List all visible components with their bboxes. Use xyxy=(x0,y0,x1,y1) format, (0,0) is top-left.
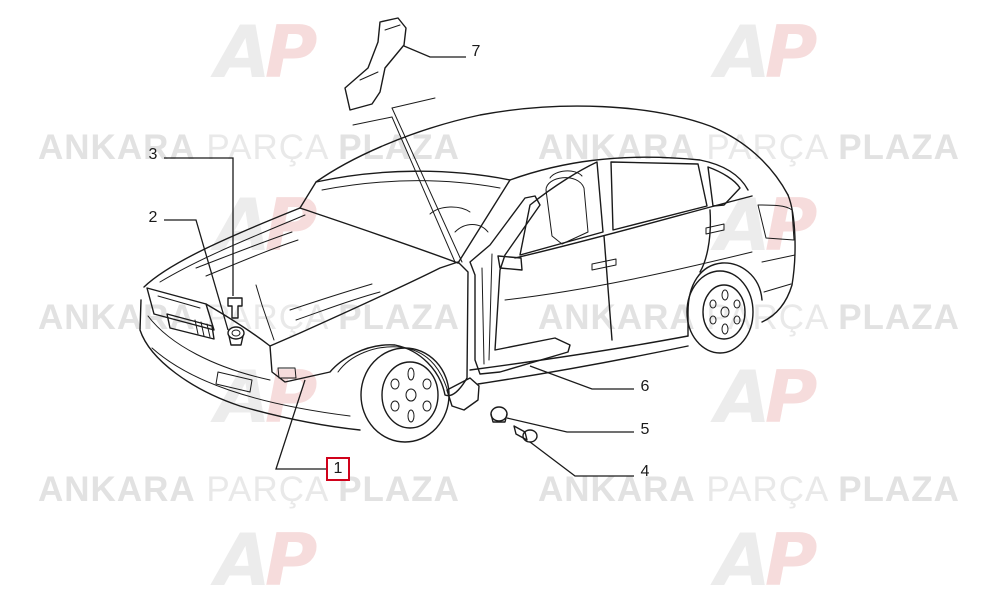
logo-watermark: AP xyxy=(715,518,817,600)
logo-watermark: AP xyxy=(215,10,317,94)
logo-watermark: AP xyxy=(215,183,317,267)
logo-watermark: AP xyxy=(715,183,817,267)
callout-4[interactable]: 4 xyxy=(640,463,650,480)
callout-2[interactable]: 2 xyxy=(148,209,158,226)
clip-part-2 xyxy=(227,326,245,346)
leader-line-4 xyxy=(529,441,634,477)
leader-line-3 xyxy=(164,157,234,296)
leader-line-2 xyxy=(164,219,229,331)
watermark-text: ANKARA PARÇA PLAZA xyxy=(538,298,960,337)
door-handles xyxy=(591,223,725,271)
callout-7[interactable]: 7 xyxy=(471,43,481,60)
rear-end xyxy=(757,204,796,293)
watermark-text: ANKARA PARÇA PLAZA xyxy=(38,470,460,509)
car-body-outline xyxy=(143,105,796,385)
watermark-text: ANKARA PARÇA PLAZA xyxy=(38,128,460,167)
assembly-reference-lines xyxy=(255,97,463,341)
watermark-text: ANKARA PARÇA PLAZA xyxy=(538,128,960,167)
grille xyxy=(166,313,215,340)
bolt-part-4 xyxy=(513,425,538,443)
leader-line-1 xyxy=(275,379,326,470)
windshield xyxy=(299,170,511,264)
fender-part-1 xyxy=(269,261,480,411)
fog-lamp xyxy=(215,371,253,393)
bolt-part-3 xyxy=(227,297,243,319)
leader-line-6 xyxy=(529,365,634,390)
logo-watermark: AP xyxy=(215,518,317,600)
callout-3[interactable]: 3 xyxy=(148,146,158,163)
side-windows xyxy=(519,161,741,256)
leader-line-7 xyxy=(403,45,466,58)
headlamp xyxy=(146,287,215,331)
callout-6[interactable]: 6 xyxy=(640,378,650,395)
front-wheel xyxy=(360,347,450,443)
callout-1[interactable]: 1 xyxy=(326,457,350,481)
callout-5[interactable]: 5 xyxy=(640,421,650,438)
side-mirror xyxy=(497,255,523,271)
front-bumper xyxy=(139,299,361,431)
logo-watermark: AP xyxy=(715,355,817,439)
nut-part-5 xyxy=(490,406,508,423)
rear-wheel xyxy=(686,270,754,354)
front-end xyxy=(139,231,381,431)
logo-watermark: AP xyxy=(715,10,817,94)
leader-line-5 xyxy=(506,417,634,433)
pillar-part-6 xyxy=(469,195,571,375)
bracket-part-7 xyxy=(344,17,407,111)
watermark-text: ANKARA PARÇA PLAZA xyxy=(538,470,960,509)
